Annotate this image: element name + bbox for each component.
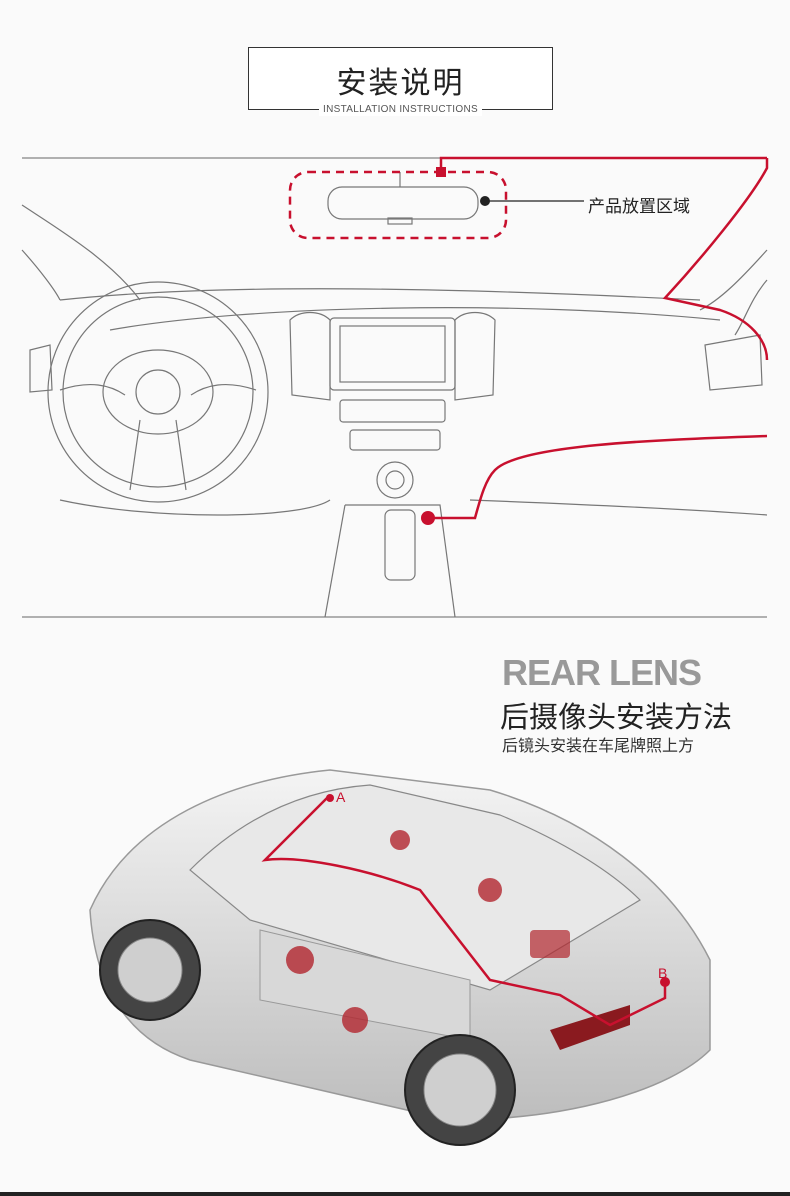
- marker-a-label: A: [336, 789, 346, 805]
- placement-callout-label: 产品放置区域: [588, 197, 690, 217]
- car-illustration: A B: [89, 769, 711, 1146]
- rear-lens-heading: 后摄像头安装方法: [500, 700, 733, 734]
- dashboard-illustration: [21, 156, 769, 618]
- section-header: 安装说明 INSTALLATION INSTRUCTIONS: [248, 47, 553, 116]
- bottom-divider: [0, 1192, 790, 1196]
- dashboard-drawing: [21, 156, 769, 618]
- marker-b-label: B: [658, 965, 667, 981]
- rear-lens-description: 后镜头安装在车尾牌照上方: [502, 736, 695, 755]
- rear-lens-title: REAR LENS: [502, 652, 702, 693]
- placement-region: [288, 170, 508, 240]
- page-subtitle: INSTALLATION INSTRUCTIONS: [319, 104, 482, 116]
- page-title: 安装说明: [336, 66, 465, 101]
